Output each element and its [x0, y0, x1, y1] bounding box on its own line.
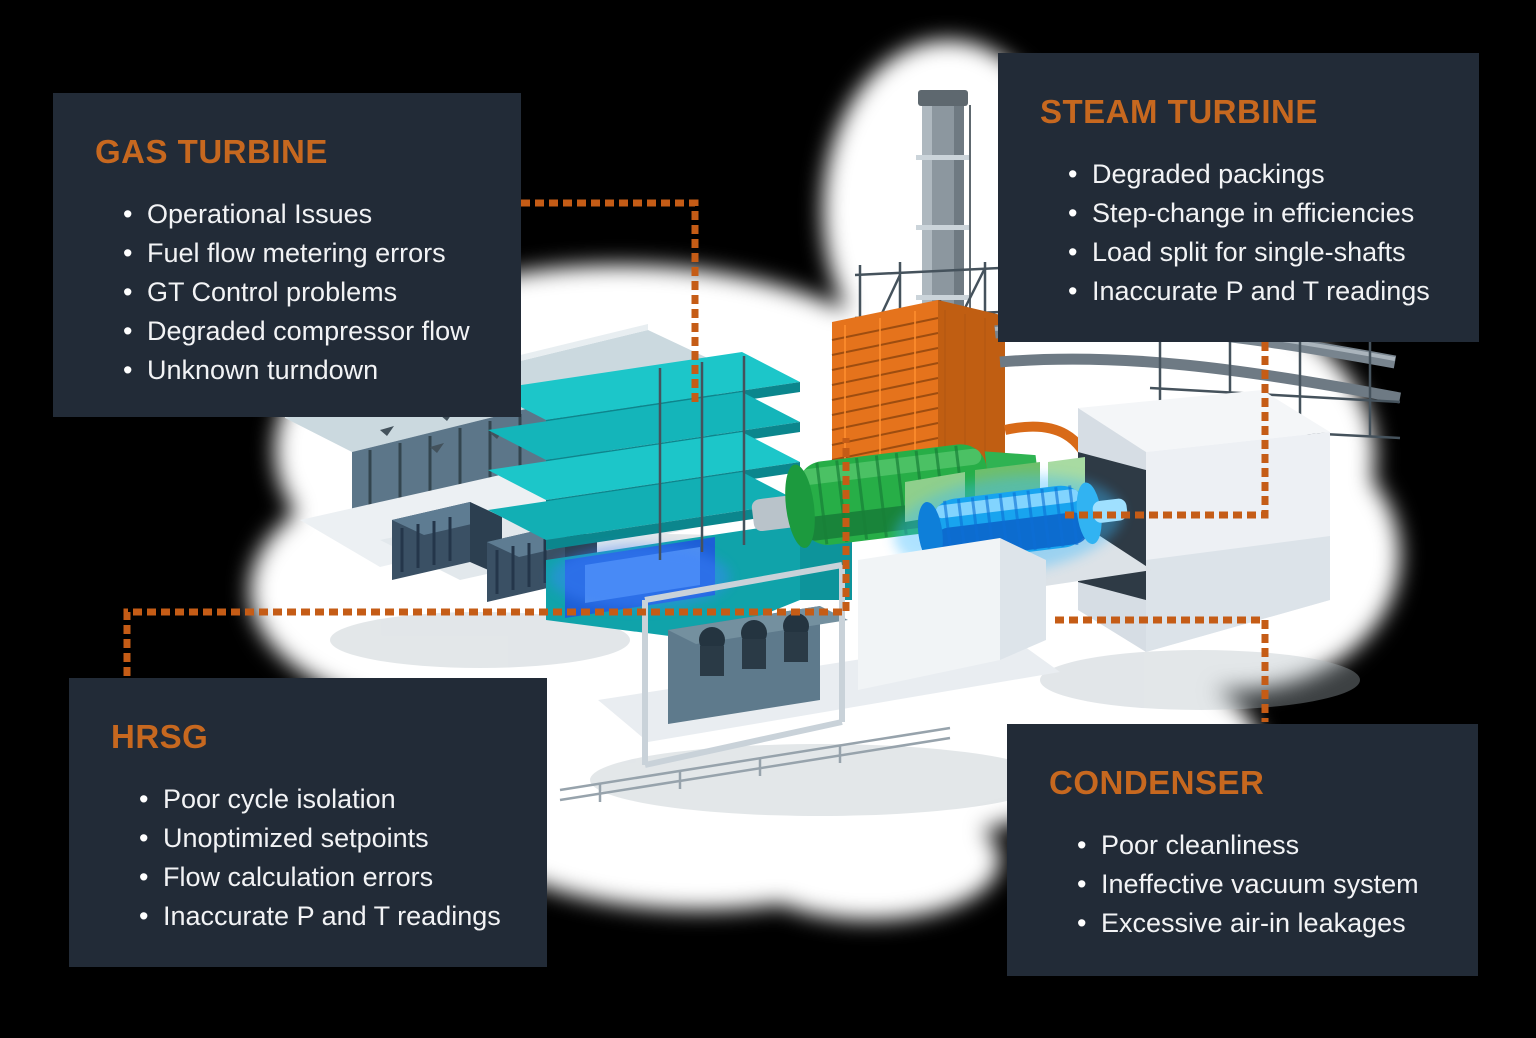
- steam-turbine-list: Degraded packings Step-change in efficie…: [1040, 155, 1451, 311]
- list-item: Inaccurate P and T readings: [139, 897, 519, 936]
- gas-turbine-list: Operational Issues Fuel flow metering er…: [95, 195, 493, 389]
- list-item: Degraded compressor flow: [123, 312, 493, 351]
- hrsg-leader-line: [123, 438, 850, 676]
- condenser-list: Poor cleanliness Ineffective vacuum syst…: [1049, 826, 1450, 943]
- condenser-panel: CONDENSER Poor cleanliness Ineffective v…: [1007, 724, 1478, 976]
- steam-turbine-leader-line: [1063, 342, 1269, 519]
- list-item: Flow calculation errors: [139, 858, 519, 897]
- steam-turbine-panel: STEAM TURBINE Degraded packings Step-cha…: [998, 53, 1479, 342]
- list-item: Poor cleanliness: [1077, 826, 1450, 865]
- condenser-leader-line: [1055, 616, 1269, 722]
- list-item: Load split for single-shafts: [1068, 233, 1451, 272]
- list-item: Fuel flow metering errors: [123, 234, 493, 273]
- list-item: Unoptimized setpoints: [139, 819, 519, 858]
- list-item: GT Control problems: [123, 273, 493, 312]
- hrsg-list: Poor cycle isolation Unoptimized setpoin…: [111, 780, 519, 936]
- list-item: Degraded packings: [1068, 155, 1451, 194]
- gas-turbine-leader-line: [521, 199, 699, 403]
- list-item: Poor cycle isolation: [139, 780, 519, 819]
- list-item: Operational Issues: [123, 195, 493, 234]
- auxiliary-building: [559, 538, 1060, 802]
- list-item: Excessive air-in leakages: [1077, 904, 1450, 943]
- list-item: Ineffective vacuum system: [1077, 865, 1450, 904]
- hrsg-title: HRSG: [111, 718, 209, 755]
- gas-turbine-panel: GAS TURBINE Operational Issues Fuel flow…: [53, 93, 521, 417]
- gas-turbine-title: GAS TURBINE: [95, 133, 328, 170]
- steam-turbine-title: STEAM TURBINE: [1040, 93, 1318, 130]
- hrsg-panel: HRSG Poor cycle isolation Unoptimized se…: [69, 678, 547, 967]
- list-item: Unknown turndown: [123, 351, 493, 390]
- list-item: Inaccurate P and T readings: [1068, 272, 1451, 311]
- condenser-title: CONDENSER: [1049, 764, 1265, 801]
- list-item: Step-change in efficiencies: [1068, 194, 1451, 233]
